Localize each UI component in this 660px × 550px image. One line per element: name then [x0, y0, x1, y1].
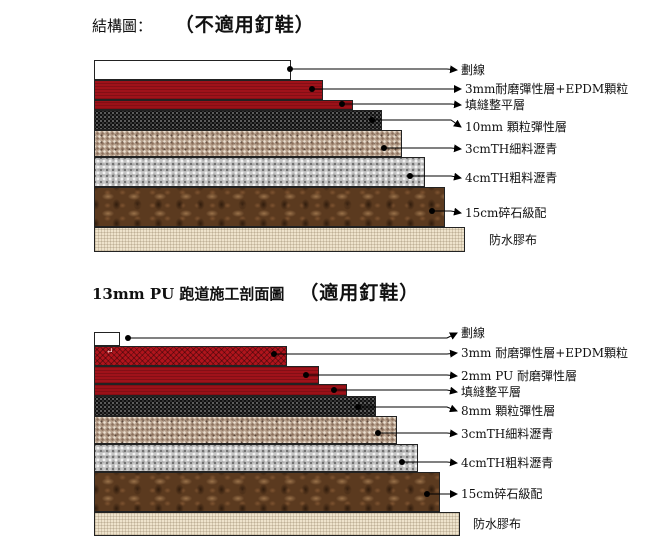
diagram1-label-1: 劃線 — [461, 63, 486, 77]
diagram2-layer-6 — [94, 416, 397, 444]
diagram2-leader-arrow-1 — [128, 332, 458, 340]
diagram2-label-7: 4cmTH粗料瀝青 — [461, 456, 554, 470]
diagram2-layer-2 — [94, 346, 287, 366]
diagram2-layer-8 — [94, 472, 440, 512]
diagram1-label-4: 10mm 顆粒彈性層 — [465, 120, 567, 134]
diagram2-label-9: 防水膠布 — [473, 517, 522, 531]
diagram1-label-5: 3cmTH細料瀝青 — [465, 142, 558, 156]
diagram2-leader-arrow-5 — [358, 404, 458, 413]
diagram2-layer-3 — [94, 366, 319, 384]
diagram1-label-8: 防水膠布 — [489, 233, 538, 247]
diagram2-label-3: 2mm PU 耐磨彈性層 — [461, 369, 577, 383]
diagram2-layer-5 — [94, 396, 376, 416]
diagram2-title-note: （適用釘鞋） — [299, 282, 420, 304]
diagram2-title: 13mm PU 跑道施工剖面圖 （適用釘鞋） — [92, 278, 419, 305]
diagram1-title-note: （不適用釘鞋） — [174, 14, 315, 36]
diagram1-layer-6 — [94, 157, 425, 187]
diagram2-leader-arrow-2 — [274, 349, 458, 358]
diagram1-layer-4 — [94, 110, 382, 130]
diagram1-leader-arrow-1 — [290, 65, 458, 74]
diagram2-label-4: 填縫整平層 — [461, 385, 522, 399]
diagram2-leader-arrow-6 — [378, 429, 458, 438]
diagram2-label-1: 劃線 — [461, 326, 486, 340]
diagram1-layer-2 — [94, 80, 323, 100]
diagram1-layer-5 — [94, 130, 402, 157]
paragraph-mark-icon: ↵ — [106, 347, 114, 357]
diagram1-label-6: 4cmTH粗料瀝青 — [465, 171, 558, 185]
diagram2-label-6: 3cmTH細料瀝青 — [461, 427, 554, 441]
diagram2-layer-9 — [94, 512, 460, 536]
diagram1-leader-arrow-4 — [372, 119, 462, 128]
diagram1-title-text: 結構圖： — [92, 17, 153, 35]
diagram1-layer-7 — [94, 187, 445, 227]
diagram1-title: 結構圖： （不適用釘鞋） — [92, 10, 315, 37]
diagram1-leader-arrow-7 — [432, 207, 462, 216]
diagram1-layer-3 — [94, 100, 353, 110]
diagram2-leader-arrow-4 — [334, 386, 458, 395]
diagram2-layer-1 — [94, 332, 120, 346]
diagram1-leader-arrow-6 — [410, 172, 462, 181]
diagram2-leader-arrow-7 — [402, 458, 458, 467]
diagram1-label-2: 3mm耐磨彈性層+EPDM顆粒 — [465, 82, 629, 96]
diagram1-leader-arrow-3 — [342, 100, 462, 109]
diagram1-layer-8 — [94, 227, 465, 252]
diagram2-title-text: 13mm PU 跑道施工剖面圖 — [92, 285, 285, 303]
diagram2-leader-arrow-3 — [306, 371, 458, 380]
diagram1-label-7: 15cm碎石級配 — [465, 206, 547, 220]
diagram1-leader-arrow-5 — [384, 144, 462, 153]
diagram2-label-5: 8mm 顆粒彈性層 — [461, 404, 556, 418]
diagram2-label-8: 15cm碎石級配 — [461, 487, 543, 501]
diagram1-label-3: 填縫整平層 — [465, 98, 526, 112]
diagram2-layer-7 — [94, 444, 418, 472]
diagram2-label-2: 3mm 耐磨彈性層+EPDM顆粒 — [461, 346, 629, 360]
